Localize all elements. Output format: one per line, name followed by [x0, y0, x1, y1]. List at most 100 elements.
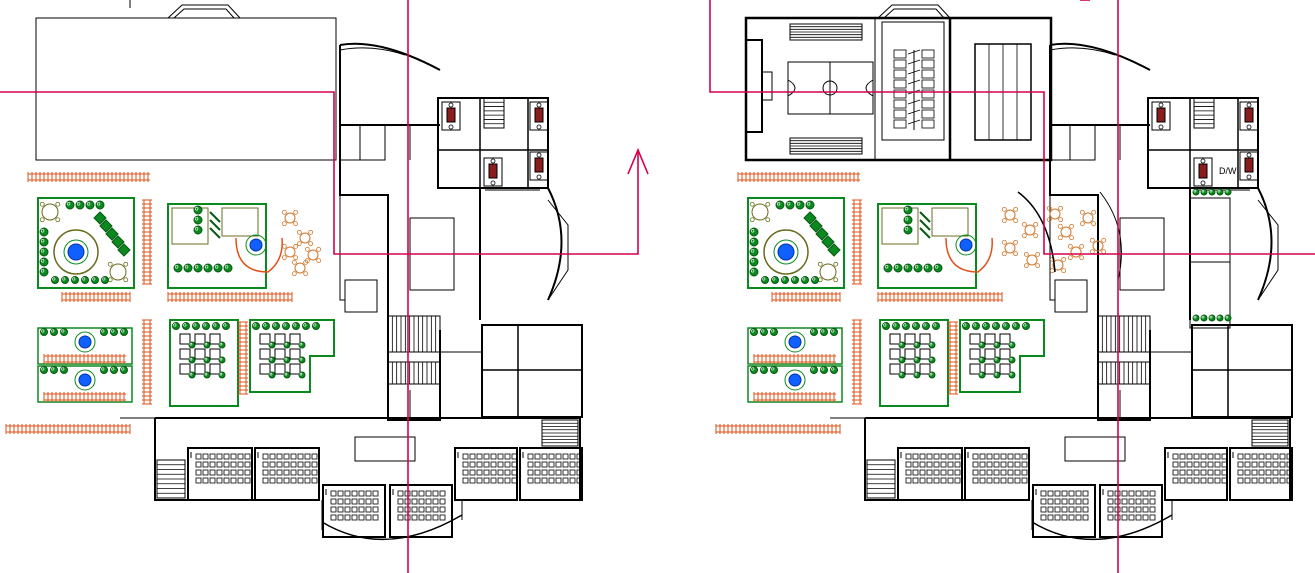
terrace-tables-a: [179, 333, 226, 379]
toilet-d: [1193, 157, 1213, 187]
seating-block: [330, 490, 379, 521]
shrub: [39, 257, 49, 267]
shrub: [213, 263, 223, 273]
seating-block: [397, 490, 446, 521]
rail-mid: [877, 292, 1003, 302]
landscape-garden: [715, 172, 1107, 434]
classroom-1: [187, 447, 253, 501]
shrub: [61, 276, 69, 284]
shrub: [761, 276, 769, 284]
basketball-court: [787, 61, 874, 115]
seating-block: [462, 453, 518, 484]
shrub: [1008, 341, 1016, 349]
cafe-table-3: [281, 243, 299, 261]
shrub: [252, 322, 260, 330]
seating-block: [1237, 453, 1293, 484]
toilet-c: [529, 151, 549, 181]
shrub: [39, 247, 49, 257]
shrub: [39, 267, 49, 277]
shrub: [972, 322, 980, 330]
shrub: [100, 366, 108, 374]
shrub: [898, 371, 906, 379]
shrub: [830, 328, 838, 336]
cafe-table-6: [1057, 223, 1075, 241]
shrub: [71, 276, 79, 284]
pool-rail-a: [753, 354, 836, 364]
terrace-tables-a: [889, 333, 936, 379]
section-line-a-right: [709, 0, 1315, 255]
pool-fountain-b: [784, 369, 806, 391]
glazed-terrace: [1017, 188, 1232, 329]
shrub: [1192, 314, 1200, 322]
shrub: [182, 322, 190, 330]
shrub: [120, 366, 128, 374]
classroom-6: [389, 484, 453, 538]
bleacher-bottom: [789, 137, 863, 155]
hall-outline: [35, 0, 337, 161]
shrub: [192, 322, 200, 330]
shrub: [1192, 188, 1200, 196]
shrub: [95, 200, 105, 210]
shrub: [268, 371, 276, 379]
seating-block: [1107, 490, 1156, 521]
cafe-table-2: [1021, 221, 1039, 239]
shrub: [1022, 322, 1030, 330]
pool-gardens: [747, 327, 843, 403]
cafe-table-5: [291, 259, 309, 277]
shrub: [962, 322, 970, 330]
table-terraces: [169, 319, 335, 407]
shrub: [60, 328, 68, 336]
paver: [99, 219, 113, 233]
terrace-divider: [238, 321, 248, 395]
top-rail: [737, 172, 860, 182]
shrub: [183, 263, 193, 273]
shrub: [222, 322, 230, 330]
paver: [117, 243, 131, 257]
seating-block: [972, 453, 1028, 484]
shrub: [928, 341, 936, 349]
shrub: [913, 341, 921, 349]
shrub: [922, 322, 930, 330]
shrub: [50, 328, 58, 336]
classroom-wing: [120, 417, 583, 541]
classroom-5: [1032, 484, 1096, 538]
circular-plaza: [37, 197, 135, 289]
gazebo-se: [817, 261, 839, 283]
shrub: [302, 322, 310, 330]
shrub: [810, 366, 818, 374]
seating-block: [527, 453, 583, 484]
right-floor-plan: D/W: [715, 4, 1293, 541]
shrub: [903, 205, 913, 215]
classroom-6: [1099, 484, 1163, 538]
shrub: [1012, 322, 1020, 330]
dw-label: D/W: [1219, 166, 1237, 176]
stair-east: [1193, 97, 1215, 129]
pool-fountain-b: [74, 369, 96, 391]
shrub: [202, 322, 210, 330]
shrub: [203, 341, 211, 349]
shrub: [830, 366, 838, 374]
seating-block: [262, 453, 318, 484]
landscape-garden: [5, 172, 335, 434]
section-arrow-left: [627, 147, 649, 175]
shrub: [91, 276, 99, 284]
toilet-a: [1151, 101, 1171, 131]
stair-south-east: [1251, 419, 1289, 447]
shrub: [928, 371, 936, 379]
shrub: [913, 263, 923, 273]
toilet-b: [529, 101, 549, 131]
shrub: [312, 322, 320, 330]
shrub: [1200, 314, 1208, 322]
pool-fountain-a: [74, 331, 96, 353]
plaza-fountain: [63, 239, 89, 265]
shrub: [898, 356, 906, 364]
shrub: [1208, 188, 1216, 196]
shrub: [785, 200, 795, 210]
cafe-table-8: [1067, 243, 1085, 261]
shrub: [912, 322, 920, 330]
shrub: [193, 263, 203, 273]
shrub: [933, 263, 943, 273]
left-floor-plan: [5, 0, 583, 541]
rail-vertical-b: [852, 319, 862, 405]
